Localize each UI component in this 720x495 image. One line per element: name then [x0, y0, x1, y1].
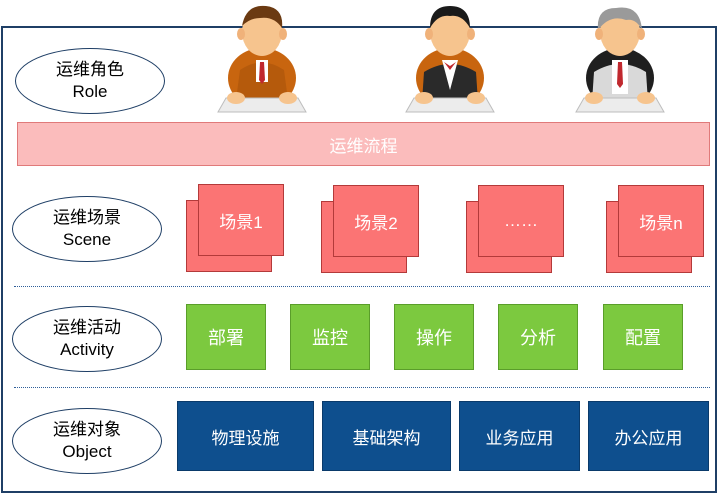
- scene-card-1: 场景1: [186, 184, 286, 274]
- person-young-icon: [212, 0, 312, 115]
- activity-analyze: 分析: [498, 304, 578, 370]
- scene-card-ellipsis: ……: [466, 185, 566, 275]
- activity-configure: 配置: [603, 304, 683, 370]
- object-label-en: Object: [62, 442, 112, 461]
- object-infrastructure: 基础架构: [322, 401, 451, 471]
- divider-activity-object: [14, 387, 710, 388]
- object-label: 运维对象 Object: [12, 408, 162, 474]
- scene-label-cn: 运维场景: [53, 208, 121, 227]
- role-label: 运维角色 Role: [15, 48, 165, 114]
- object-business-app: 业务应用: [459, 401, 580, 471]
- scene-card-2: 场景2: [321, 185, 421, 275]
- process-bar: 运维流程: [17, 122, 710, 166]
- divider-scene-activity: [14, 286, 710, 287]
- activity-label-cn: 运维活动: [53, 318, 121, 337]
- role-label-en: Role: [72, 82, 108, 101]
- activity-operate: 操作: [394, 304, 474, 370]
- scene-label-en: Scene: [62, 230, 112, 249]
- scene-card-n: 场景n: [606, 185, 706, 275]
- person-elder-icon: [570, 0, 670, 115]
- object-physical-facility: 物理设施: [177, 401, 314, 471]
- scene-card-label: ……: [478, 185, 564, 257]
- scene-label: 运维场景 Scene: [12, 196, 162, 262]
- role-label-cn: 运维角色: [56, 60, 124, 79]
- diagram-frame: [1, 26, 717, 493]
- activity-monitor: 监控: [290, 304, 370, 370]
- scene-card-label: 场景n: [618, 185, 704, 257]
- scene-card-label: 场景1: [198, 184, 284, 256]
- object-office-app: 办公应用: [588, 401, 709, 471]
- scene-card-label: 场景2: [333, 185, 419, 257]
- object-label-cn: 运维对象: [53, 420, 121, 439]
- activity-label-en: Activity: [60, 340, 114, 359]
- person-suit-icon: [400, 0, 500, 115]
- activity-label: 运维活动 Activity: [12, 306, 162, 372]
- activity-deploy: 部署: [186, 304, 266, 370]
